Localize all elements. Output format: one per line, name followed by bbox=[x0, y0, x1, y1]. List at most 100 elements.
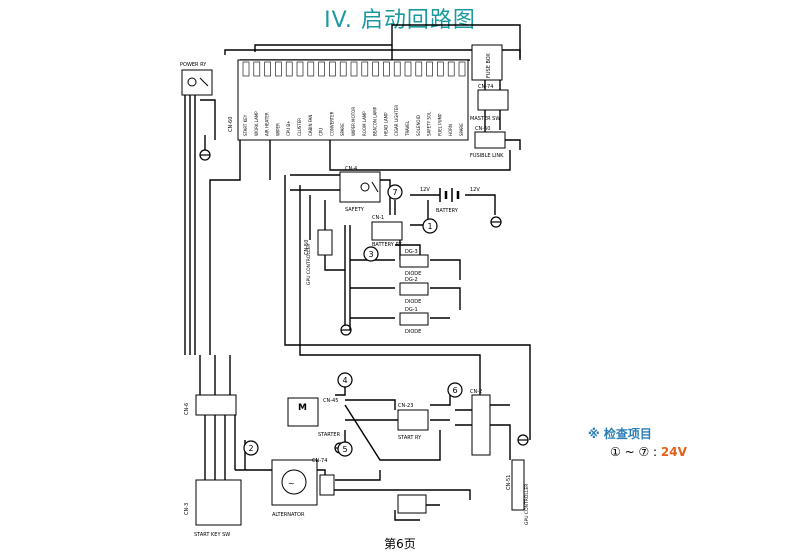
fuse-label: CLUSTER bbox=[297, 118, 302, 136]
marker-1: 1 bbox=[422, 218, 438, 234]
cn-50-label: CN-50 bbox=[304, 240, 310, 255]
diode-dg2: DG-2 DIODE bbox=[399, 277, 429, 305]
fuse-label: SPARE bbox=[459, 123, 464, 136]
cn-23-label: CN-23 bbox=[398, 403, 413, 409]
starter-m-label: M bbox=[298, 403, 307, 413]
fuse-slot bbox=[275, 61, 282, 77]
dg-3-label: DG-3 bbox=[405, 249, 418, 255]
gpu-controller-cn50: CN-50 GPU CONTROLLER bbox=[304, 229, 333, 285]
gpu-controller-cn2: CN-2 CN-51 GPU CONTROLLER bbox=[470, 389, 530, 525]
ground-icon bbox=[340, 324, 352, 336]
cn-6-label: CN-6 bbox=[184, 403, 190, 415]
check-point-markers: 1 2 3 4 5 6 7 bbox=[243, 184, 463, 457]
check-mark: ※ bbox=[588, 427, 600, 441]
fuse-label: SOLENOID bbox=[416, 115, 421, 136]
marker-4: 4 bbox=[337, 372, 353, 388]
ground-icon bbox=[490, 216, 502, 228]
diode-label-2: DIODE bbox=[405, 299, 421, 305]
battery-ry-label: BATTERY RY bbox=[372, 242, 403, 248]
fuse-label: ROOM LAMP bbox=[362, 111, 367, 136]
diode-label-3: DIODE bbox=[405, 271, 421, 277]
starter-label: STARTER bbox=[318, 432, 341, 438]
check-range: ① ~ ⑦ : 24V bbox=[610, 445, 687, 459]
fuse-label: CIGAR LIGHTER bbox=[394, 105, 399, 136]
alternator: ~ CN-74 ALTERNATOR bbox=[271, 458, 327, 518]
power-relay: POWER RY bbox=[180, 62, 213, 96]
fuse-box-master: FUSE BOX CN-74 MASTER SW CN-60 FUSIBLE L… bbox=[470, 44, 509, 159]
marker-7: 7 bbox=[387, 184, 403, 200]
diode-dg1: DG-1 DIODE bbox=[399, 307, 429, 335]
fuse-slot bbox=[361, 61, 369, 77]
fuse-slot bbox=[242, 61, 250, 77]
fuse-slot bbox=[318, 61, 325, 77]
fuse-slot bbox=[383, 61, 390, 77]
title-roman: IV. bbox=[324, 8, 353, 33]
svg-text:7: 7 bbox=[392, 188, 397, 197]
ground-icon bbox=[517, 434, 529, 446]
cn-1-label: CN-1 bbox=[372, 215, 384, 221]
fuse-label: WIPER bbox=[275, 123, 280, 136]
check-items-heading: ※ 检查项目 bbox=[588, 425, 652, 442]
cn-74-label: CN-74 bbox=[478, 84, 493, 90]
fuse-label: START KEY bbox=[243, 114, 248, 136]
page-title: IV. 启动回路图 bbox=[0, 2, 800, 34]
svg-text:1: 1 bbox=[427, 222, 432, 231]
fuse-label: AIR HEATER bbox=[265, 112, 270, 136]
fuse-slot bbox=[372, 61, 379, 77]
cn-2-label: CN-2 bbox=[470, 389, 482, 395]
fuse-slot bbox=[404, 61, 412, 77]
fuse-label: WIPER MOTOR bbox=[351, 107, 356, 136]
fuse-label: CPU B+ bbox=[286, 121, 291, 137]
fuse-label: CABIN FAN bbox=[308, 115, 313, 136]
fuse-label: FUEL PUMP bbox=[437, 113, 442, 136]
page-footer: 第6页 bbox=[384, 537, 416, 551]
cn-60b-label: CN-60 bbox=[475, 126, 490, 132]
fuse-slot bbox=[264, 61, 271, 77]
cn-3-label: CN-3 bbox=[184, 503, 190, 515]
fuse-slot bbox=[447, 61, 455, 77]
fuse-label: BEACON LAMP bbox=[373, 106, 378, 136]
start-key-sw-label: START KEY SW bbox=[194, 532, 230, 538]
fuse-slot bbox=[285, 61, 293, 77]
fuse-label: SAFETY SOL bbox=[427, 111, 432, 136]
check-value: 24V bbox=[660, 445, 687, 459]
fuse-box-label: FUSE BOX bbox=[486, 53, 492, 78]
diode-label-1: DIODE bbox=[405, 329, 421, 335]
cn-4-label: CN-4 bbox=[345, 166, 357, 172]
fuse-label: HORN bbox=[448, 124, 453, 136]
marker-2: 2 bbox=[243, 440, 259, 456]
alternator-symbol-icon: ~ bbox=[288, 479, 295, 488]
check-range-text: ① ~ ⑦ : bbox=[610, 445, 658, 459]
battery-voltage-right: 12V bbox=[470, 187, 480, 193]
ground-icon bbox=[199, 149, 211, 161]
master-sw-label: MASTER SW bbox=[470, 116, 500, 122]
safety-label: SAFETY bbox=[345, 207, 365, 213]
starter-motor: M CN-45 STARTER bbox=[287, 397, 341, 438]
cn-60-label: CN-60 bbox=[228, 117, 234, 132]
svg-text:2: 2 bbox=[248, 444, 253, 453]
svg-text:5: 5 bbox=[342, 445, 347, 454]
cn-74b-label: CN-74 bbox=[312, 458, 327, 464]
connector-boxes bbox=[319, 474, 427, 514]
fuse-slot bbox=[307, 61, 315, 77]
fuse-slot bbox=[339, 61, 347, 77]
fuse-slot bbox=[393, 61, 401, 77]
fuse-label: TRAVEL bbox=[405, 120, 410, 137]
fuse-label: SPARE bbox=[340, 123, 345, 136]
svg-text:3: 3 bbox=[368, 250, 373, 259]
fuse-label: CPU bbox=[319, 128, 324, 136]
dg-2-label: DG-2 bbox=[405, 277, 418, 283]
svg-text:4: 4 bbox=[342, 376, 347, 385]
start-ry-label: START RY bbox=[398, 435, 422, 441]
battery-voltage-left: 12V bbox=[420, 187, 430, 193]
power-ry-label: POWER RY bbox=[180, 62, 207, 68]
fuse-slot bbox=[329, 61, 336, 77]
marker-6: 6 bbox=[447, 382, 463, 398]
start-relay: CN-23 START RY bbox=[397, 403, 429, 441]
safety-relay: CN-4 SAFETY bbox=[339, 166, 381, 213]
fuse-slot bbox=[415, 61, 423, 77]
